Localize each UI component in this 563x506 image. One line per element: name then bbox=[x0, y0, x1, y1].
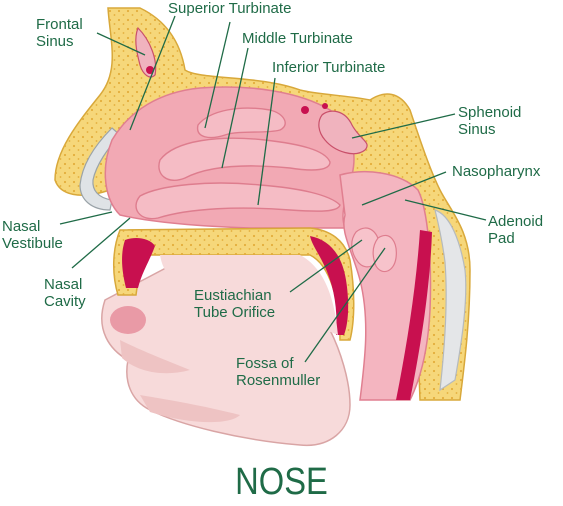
label-middle-turbinate-text: Middle Turbinate bbox=[242, 30, 353, 47]
label-frontal-sinus: Frontal Sinus bbox=[36, 16, 83, 50]
middle-turbinate-shape bbox=[158, 137, 331, 181]
label-adenoid-pad-line1: Adenoid bbox=[488, 213, 544, 230]
leader-eustachian bbox=[289, 239, 363, 293]
leader-nasal-vestibule bbox=[59, 211, 113, 225]
label-superior-turbinate-text: Superior Turbinate bbox=[168, 0, 292, 17]
label-fossa-line1: Fossa of bbox=[236, 355, 294, 372]
leader-frontal-sinus bbox=[96, 32, 146, 56]
inferior-turbinate-shape bbox=[135, 182, 341, 220]
leader-adenoid-pad bbox=[404, 199, 487, 221]
label-nasal-cavity: Nasal Cavity bbox=[44, 276, 86, 310]
label-nasopharynx: Nasopharynx bbox=[452, 163, 540, 180]
leader-lines bbox=[59, 15, 487, 363]
sphenoid-opening-2 bbox=[322, 103, 328, 109]
label-adenoid-pad-line2: Pad bbox=[488, 230, 515, 247]
leader-nasal-cavity bbox=[71, 217, 131, 269]
label-eustachian-line2: Tube Orifice bbox=[194, 304, 276, 321]
label-frontal-sinus-line1: Frontal bbox=[36, 16, 83, 33]
label-nasal-cavity-line1: Nasal bbox=[44, 276, 83, 293]
tongue-mucosa bbox=[160, 255, 338, 335]
lip-upper bbox=[120, 340, 190, 374]
label-middle-turbinate: Middle Turbinate bbox=[242, 30, 353, 47]
diagram-title: NOSE bbox=[235, 461, 328, 503]
label-eustachian-line1: Eustiachian bbox=[194, 287, 272, 304]
label-frontal-sinus-line2: Sinus bbox=[36, 33, 74, 50]
leader-superior-turbinate-2 bbox=[204, 21, 231, 129]
leader-sphenoid-sinus bbox=[351, 113, 456, 139]
leader-superior-turbinate bbox=[129, 15, 176, 131]
label-nasal-cavity-line2: Cavity bbox=[44, 293, 86, 310]
leader-nasopharynx bbox=[361, 171, 447, 206]
leader-fossa bbox=[304, 247, 386, 363]
cervical-ligament bbox=[434, 209, 467, 392]
leader-middle-turbinate bbox=[221, 47, 249, 169]
palate-muscle-front bbox=[122, 238, 155, 288]
label-fossa-of-rosenmuller: Fossa of Rosenmuller bbox=[236, 355, 320, 389]
label-nasal-vestibule-line1: Nasal bbox=[2, 218, 41, 235]
label-superior-turbinate: Superior Turbinate bbox=[168, 0, 291, 17]
nasal-cartilage bbox=[79, 127, 121, 211]
label-sphenoid-sinus-line2: Sinus bbox=[458, 121, 496, 138]
sphenoid-opening bbox=[301, 106, 309, 114]
leader-inferior-turbinate bbox=[257, 77, 276, 206]
label-eustachian-tube-orifice: Eustiachian Tube Orifice bbox=[194, 287, 275, 321]
soft-palate-muscle bbox=[310, 236, 349, 335]
sphenoid-sinus-cavity bbox=[318, 110, 368, 155]
frontal-sinus-cavity bbox=[135, 26, 157, 78]
fossa-bulge bbox=[372, 234, 397, 273]
label-nasal-vestibule-line2: Vestibule bbox=[2, 235, 63, 252]
label-fossa-line2: Rosenmuller bbox=[236, 372, 321, 389]
nostril-tip bbox=[110, 306, 146, 334]
label-inferior-turbinate-text: Inferior Turbinate bbox=[272, 59, 386, 76]
label-inferior-turbinate: Inferior Turbinate bbox=[272, 59, 385, 76]
label-adenoid-pad: Adenoid Pad bbox=[488, 213, 543, 247]
superior-turbinate-shape bbox=[196, 107, 286, 139]
label-sphenoid-sinus-line1: Sphenoid bbox=[458, 104, 522, 121]
label-nasal-vestibule: Nasal Vestibule bbox=[2, 218, 63, 252]
lip-lower bbox=[140, 395, 240, 423]
pharyngeal-muscle bbox=[396, 230, 432, 400]
label-sphenoid-sinus: Sphenoid Sinus bbox=[458, 104, 521, 138]
label-nasopharynx-text: Nasopharynx bbox=[452, 163, 541, 180]
frontal-sinus-opening bbox=[146, 66, 154, 74]
